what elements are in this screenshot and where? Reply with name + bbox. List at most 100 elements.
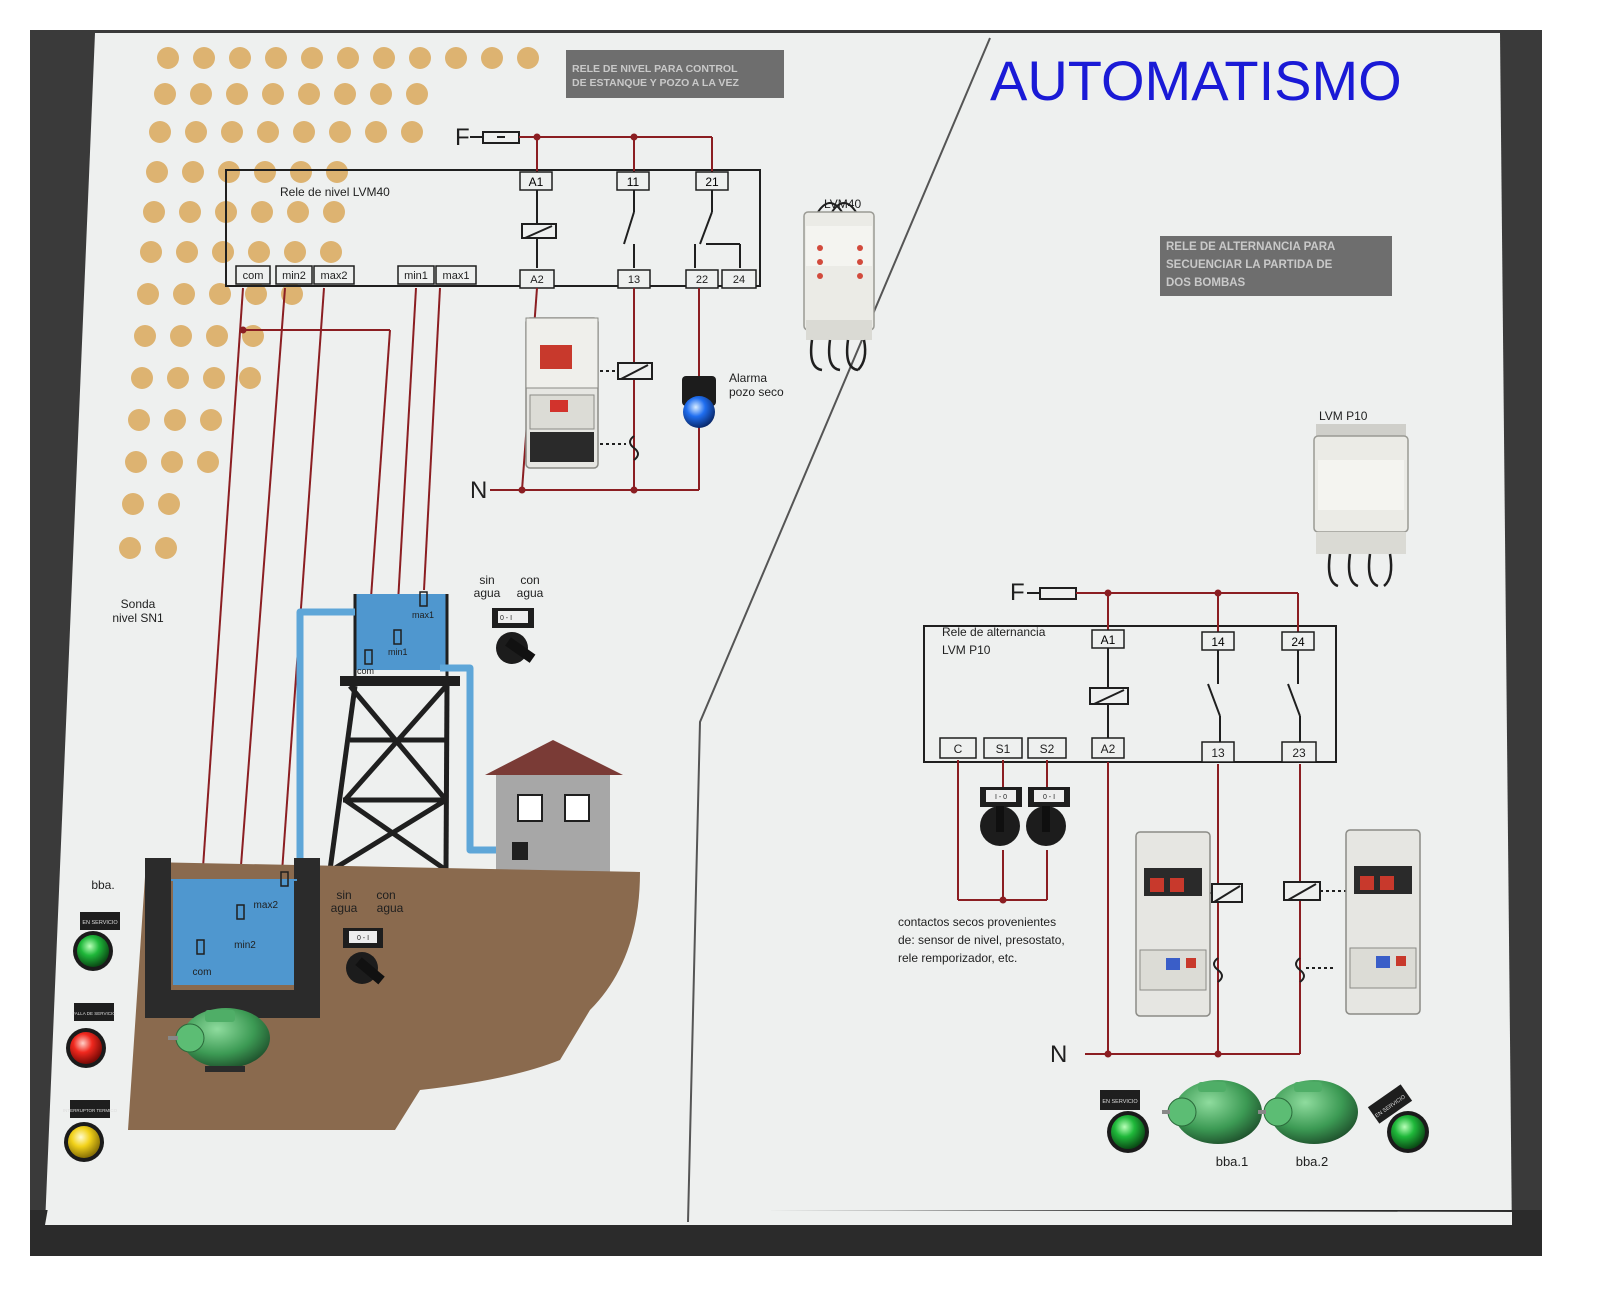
red-led-icon <box>70 1032 102 1064</box>
lvm-p10-device <box>1313 424 1409 588</box>
left-placard-line-2: DE ESTANQUE Y POZO A LA VEZ <box>572 77 739 89</box>
terminal-11: 11 <box>627 175 640 189</box>
terminal-min1: min1 <box>404 270 428 282</box>
left-contactor-device <box>525 317 599 469</box>
terminal-24: 24 <box>1291 635 1305 649</box>
right-relay-title-1: Rele de alternancia <box>942 625 1046 639</box>
right-top-terminals: A1 14 24 <box>1091 629 1315 651</box>
terminal-c-right: C <box>954 742 963 756</box>
left-supply-wiring <box>519 136 713 172</box>
tank-selector-plate: 0 - I <box>500 615 512 622</box>
blue-led-icon <box>683 396 715 428</box>
lamp-plate-termico: INTERRUPTOR TERMICO <box>63 1108 118 1113</box>
alarm-label-line-2: pozo seco <box>729 385 784 399</box>
contacts-note-line-3: rele remporizador, etc. <box>898 951 1017 965</box>
terminal-a2-right: A2 <box>1101 742 1116 756</box>
green-led-icon <box>1391 1115 1425 1149</box>
contacts-note-line-2: de: sensor de nivel, presostato, <box>898 933 1065 947</box>
right-control-wiring <box>957 760 1301 1055</box>
lvm40-device <box>803 202 875 372</box>
left-probe-wiring <box>197 287 700 941</box>
panel-title: AUTOMATISMO <box>990 49 1402 112</box>
contactor-bba1-device <box>1135 831 1211 1017</box>
left-relay-title: Rele de nivel LVM40 <box>280 185 390 199</box>
left-top-terminals: A1 11 21 <box>519 171 729 191</box>
lamp-termico <box>64 1100 110 1162</box>
terminal-s1-right: S1 <box>996 742 1011 756</box>
contactor-bba2-device <box>1345 829 1421 1015</box>
terminal-a1-right: A1 <box>1101 633 1116 647</box>
terminal-24: 24 <box>733 274 745 286</box>
tank-selector-right-1: con <box>520 573 539 587</box>
right-placard <box>1160 236 1392 296</box>
lamp-bba2-en-servicio <box>1367 1084 1429 1153</box>
tank-probe-min1: min1 <box>388 647 408 657</box>
yellow-led-icon <box>68 1126 100 1158</box>
terminal-23-right: 23 <box>1292 746 1306 760</box>
right-relay-title-2: LVM P10 <box>942 643 991 657</box>
lamp-plate-en-servicio: EN SERVICIO <box>82 920 118 926</box>
terminal-com: com <box>243 270 264 282</box>
well-selector-switch[interactable] <box>343 928 385 985</box>
lamp-falla-servicio <box>66 1003 114 1068</box>
lamp-plate-bba1: EN SERVICIO <box>1102 1099 1138 1105</box>
terminal-min2: min2 <box>282 270 306 282</box>
right-supply-f: F <box>1010 579 1025 606</box>
probe-label-line-2: nivel SN1 <box>112 611 164 625</box>
terminal-a1: A1 <box>529 175 544 189</box>
well-selector-left-2: agua <box>331 901 358 915</box>
well-selector-right-2: agua <box>377 901 404 915</box>
green-led-icon <box>77 935 109 967</box>
lvm40-label: LVM40 <box>824 197 861 211</box>
terminal-13: 13 <box>628 274 640 286</box>
motor-bba1-icon <box>1162 1080 1262 1144</box>
terminal-21: 21 <box>705 175 719 189</box>
well-probe-min2: min2 <box>234 940 256 951</box>
panel-divider <box>687 37 991 1223</box>
tank-selector-right-2: agua <box>517 586 544 600</box>
terminal-13-right: 13 <box>1211 746 1225 760</box>
tank-selector-switch[interactable] <box>492 608 536 664</box>
selector-s2[interactable] <box>1026 787 1070 846</box>
alarm-label-line-1: Alarma <box>729 371 767 385</box>
tank-probe-com: com <box>357 666 374 676</box>
left-relay-internals <box>521 190 741 268</box>
right-supply-wiring <box>1076 592 1299 632</box>
selector-s1[interactable] <box>980 787 1022 846</box>
tank-probe-max1: max1 <box>412 610 434 620</box>
left-supply-n: N <box>470 477 487 504</box>
ground-and-well <box>128 858 640 1130</box>
well-selector-right-1: con <box>376 888 395 902</box>
well-probe-max2: max2 <box>254 900 279 911</box>
lamp-bba1-en-servicio <box>1100 1090 1149 1153</box>
terminal-22: 22 <box>696 274 708 286</box>
house <box>485 740 623 873</box>
terminal-max1: max1 <box>443 270 470 282</box>
motor-bba1-label: bba.1 <box>1216 1154 1249 1169</box>
selector-s2-plate: 0 - I <box>1043 794 1055 801</box>
right-relay-internals <box>1089 648 1301 744</box>
well-probe-com: com <box>193 967 212 978</box>
motor-bba2-label: bba.2 <box>1296 1154 1329 1169</box>
decorative-dot-pattern <box>119 47 539 559</box>
left-placard <box>566 50 784 98</box>
left-pump-motor-icon <box>168 1008 270 1072</box>
elevated-tank <box>327 591 460 873</box>
terminal-a2: A2 <box>530 274 543 286</box>
selector-s1-plate: I - 0 <box>995 794 1007 801</box>
left-supply-f: F <box>455 124 470 151</box>
right-supply-n: N <box>1050 1041 1067 1068</box>
probe-label-line-1: Sonda <box>121 597 156 611</box>
right-placard-line-1: RELE DE ALTERNANCIA PARA <box>1166 241 1335 253</box>
pump-label: bba. <box>91 878 114 892</box>
green-led-icon <box>1111 1115 1145 1149</box>
terminal-14: 14 <box>1211 635 1225 649</box>
well-selector-left-1: sin <box>336 888 351 902</box>
terminal-max2: max2 <box>321 270 348 282</box>
motor-bba2-icon <box>1258 1080 1358 1144</box>
alarm-lamp <box>682 376 716 428</box>
right-placard-line-3: DOS BOMBAS <box>1166 277 1246 289</box>
